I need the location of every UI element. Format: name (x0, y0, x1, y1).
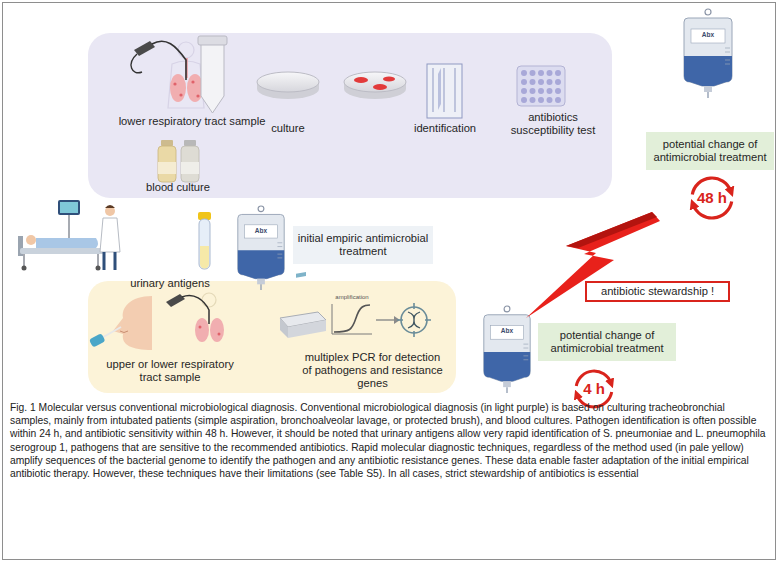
bag-tube (260, 284, 261, 290)
bag-port (257, 279, 265, 285)
treatment-box: potential change of antimicrobial treatm… (646, 132, 774, 170)
bag-label (491, 326, 524, 340)
iv-bag: Abx (478, 305, 536, 393)
bag-tube (506, 387, 507, 393)
lightning-bolt (526, 212, 660, 318)
step-label: antibiotics susceptibility test (498, 111, 608, 137)
patient-bed-illustration (18, 200, 120, 271)
patient-bed-illustration (20, 248, 104, 254)
iv-bag: Abx (232, 205, 290, 290)
treatment-box: potential change of antimicrobial treatm… (538, 323, 676, 361)
iv-bag-shape (678, 8, 738, 98)
patient-bed-illustration (68, 215, 70, 250)
patient-bed-illustration (58, 200, 80, 215)
bag-text: Abx (245, 227, 277, 235)
bag-label (691, 29, 725, 43)
step-label: identification (395, 122, 495, 135)
iv-bag: Abx (678, 8, 738, 98)
bag-port (503, 381, 511, 387)
bag-tube (707, 92, 709, 98)
bag-fluid (484, 352, 530, 381)
patient-bed-illustration (96, 266, 101, 271)
urine-tube-icon (199, 219, 210, 269)
bag-hook (504, 306, 510, 312)
figure-caption: Fig. 1 Molecular versus conventional mic… (10, 401, 766, 480)
method-label: multiplex PCR for detection of pathogens… (300, 351, 445, 390)
bag-hook (705, 9, 711, 15)
patient-bed-illustration (18, 236, 23, 256)
bag-hook (258, 206, 264, 212)
box-text: initial empiric antimicrobial treatment (297, 232, 429, 258)
bag-text: Abx (491, 327, 523, 335)
patient-bed-illustration (26, 235, 36, 245)
bag-graduations (725, 48, 730, 64)
urine-tube-icon (198, 212, 211, 269)
figure-frame (3, 3, 776, 560)
step-label: culture (248, 122, 328, 135)
pcr-machine-icon (296, 272, 306, 278)
box-text: potential change of antimicrobial treatm… (649, 138, 771, 164)
bag-label (245, 225, 278, 238)
lightning-bolt (566, 212, 657, 248)
bag-fluid (684, 56, 732, 86)
patient-bed-illustration (105, 205, 115, 208)
time-label: 4 h (569, 380, 619, 398)
iv-bag-shape (232, 205, 290, 290)
warning-box: antibiotic stewardship ! (585, 281, 730, 302)
bag-fluid (238, 250, 284, 278)
bag-body (238, 214, 284, 278)
conventional-panel: lower respiratory tract sampleculture ide… (88, 33, 612, 198)
patient-bed-illustration (100, 218, 120, 252)
urine-tube-icon (200, 246, 209, 269)
patient-bed-illustration (105, 206, 115, 216)
iv-bag-shape (478, 305, 536, 393)
bag-graduations (277, 243, 282, 258)
sample-label: urinary antigens (120, 277, 220, 290)
patient-bed-illustration (24, 254, 98, 266)
sample-label: upper or lower respiratory tract sample (105, 358, 235, 384)
sample-label: blood culture (128, 181, 228, 194)
urine-tube-icon (198, 212, 211, 220)
lightning-bolt (526, 212, 660, 318)
bag-body (484, 315, 530, 381)
patient-bed-illustration (104, 252, 115, 270)
bag-body (684, 18, 732, 86)
time-label: 48 h (687, 189, 737, 207)
patient-bed-illustration (36, 238, 98, 248)
box-text: antibiotic stewardship ! (601, 285, 714, 298)
bag-text: Abx (691, 31, 725, 39)
sample-label: lower respiratory tract sample (92, 115, 292, 128)
treatment-box: initial empiric antimicrobial treatment (293, 226, 433, 264)
molecular-panel: upper or lower respiratory tract sample m… (88, 281, 456, 393)
box-text: potential change of antimicrobial treatm… (541, 329, 673, 355)
patient-bed-illustration (22, 266, 27, 271)
bag-graduations (523, 344, 528, 360)
bag-port (704, 86, 712, 92)
axis-label: amplification (322, 294, 382, 301)
patient-bed-illustration (60, 202, 78, 213)
